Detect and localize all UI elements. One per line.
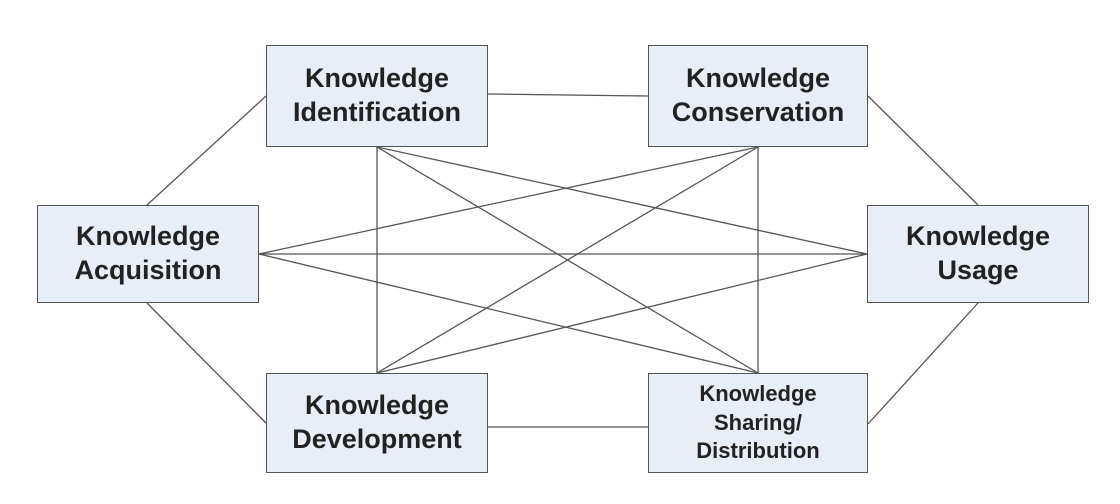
- knowledge-conservation-box: Knowledge Conservation: [648, 45, 868, 147]
- edge-identification-usage: [376, 146, 868, 255]
- knowledge-development-label: Knowledge Development: [292, 390, 462, 454]
- knowledge-usage-label: Knowledge Usage: [905, 221, 1050, 285]
- edge-identification-conservation: [487, 93, 649, 97]
- edge-conservation-acquisition: [258, 146, 759, 255]
- edge-usage-sharing: [867, 302, 979, 425]
- knowledge-identification-label: Knowledge Identification: [293, 63, 461, 127]
- knowledge-sharing-distribution-label: Knowledge Sharing/ Distribution: [696, 381, 820, 464]
- knowledge-sharing-distribution-box: Knowledge Sharing/ Distribution: [648, 373, 868, 473]
- edge-acquisition-development: [146, 302, 267, 424]
- edge-conservation-development: [376, 146, 759, 374]
- knowledge-acquisition-box: Knowledge Acquisition: [37, 205, 259, 303]
- edge-conservation-usage: [867, 95, 979, 206]
- knowledge-conservation-label: Knowledge Conservation: [671, 63, 845, 127]
- knowledge-identification-box: Knowledge Identification: [266, 45, 488, 147]
- knowledge-acquisition-label: Knowledge Acquisition: [74, 221, 222, 285]
- edge-usage-development: [376, 253, 868, 374]
- edge-acquisition-identification: [146, 95, 267, 206]
- knowledge-usage-box: Knowledge Usage: [867, 205, 1089, 303]
- edge-acquisition-sharing: [258, 253, 759, 374]
- knowledge-development-box: Knowledge Development: [266, 373, 488, 473]
